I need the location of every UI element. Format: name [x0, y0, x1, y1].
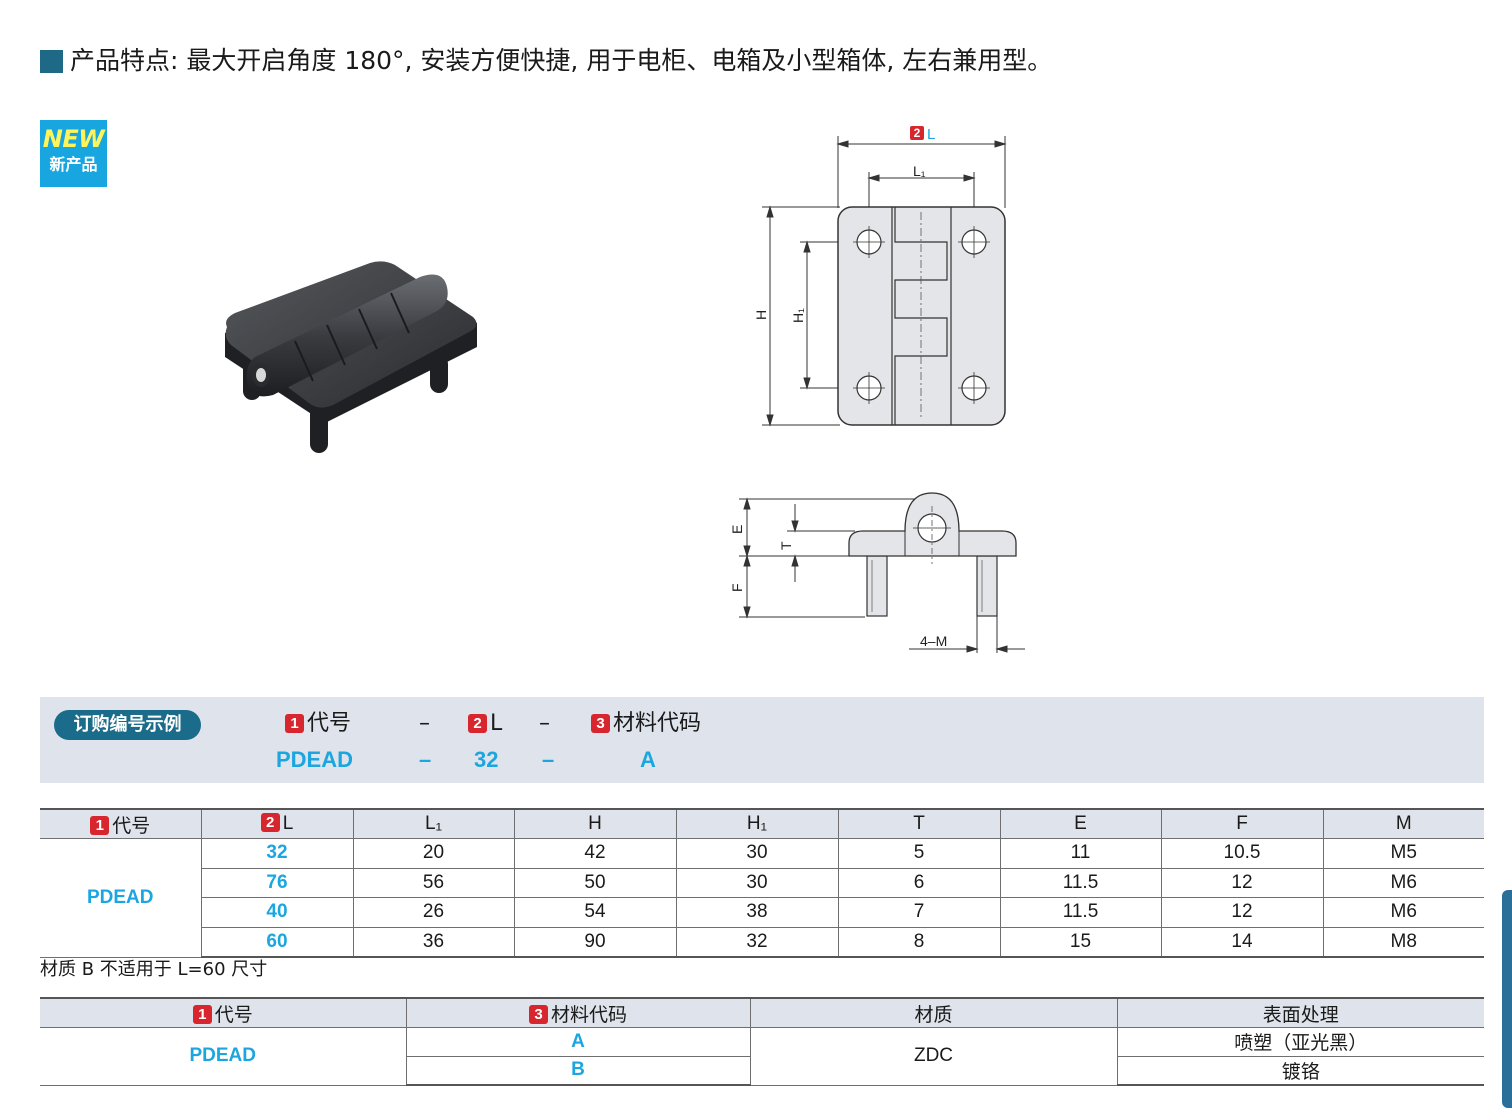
order-value-code: PDEAD: [276, 747, 354, 772]
spec-cell: 50: [513, 867, 677, 898]
spec-header-H1: H₁: [675, 808, 839, 839]
spec-cell: 26: [352, 897, 515, 928]
order-example-band: [40, 697, 1484, 783]
page-edge-tab: [1502, 890, 1512, 1108]
spec-header-M: M: [1322, 808, 1484, 839]
spec-cell: 8: [837, 926, 1001, 958]
material-code-value: A: [405, 1027, 751, 1057]
order-value-dash: –: [419, 747, 432, 772]
dim-L-number-badge: [910, 126, 924, 140]
table-row: 76 56 50 30 6 11.5 12 M6: [40, 867, 1484, 898]
spec-cell: 11: [999, 838, 1162, 869]
table-row: 60 36 90 32 8 15 14 M8: [40, 926, 1484, 958]
spec-cell: 54: [513, 897, 677, 928]
spec-code-cell: PDEAD: [40, 838, 202, 958]
material-note: 材质 B 不适用于 L=60 尺寸: [40, 959, 268, 980]
order-value-dash: –: [542, 747, 555, 772]
table-row: B 镀铬: [40, 1055, 1484, 1086]
spec-cell: M8: [1322, 926, 1484, 958]
spec-cell: 36: [352, 926, 515, 958]
spec-cell: 60: [201, 926, 354, 958]
dim-F-label: F: [729, 583, 745, 592]
order-value-material: A: [640, 747, 656, 772]
hinge-outline: [837, 206, 1006, 426]
spec-cell: 11.5: [999, 897, 1162, 928]
spec-cell: 11.5: [999, 867, 1162, 898]
spec-cell: 12: [1160, 867, 1324, 898]
hinge-pin: [256, 368, 266, 382]
spec-header-F: F: [1160, 808, 1324, 839]
dim-4M-label: 4–M: [920, 633, 947, 649]
badge-sub-text: 新产品: [49, 155, 98, 174]
spec-cell: 6: [837, 867, 1001, 898]
material-code-value: B: [406, 1055, 751, 1086]
spec-cell: 32: [200, 838, 354, 869]
spec-cell: 40: [201, 897, 354, 928]
dim-E-label: E: [729, 525, 745, 534]
spec-header-T: T: [837, 808, 1001, 839]
spec-header-L1: L₁: [352, 808, 515, 839]
dim-H-label: H: [753, 310, 769, 320]
spec-cell: 56: [352, 867, 515, 898]
new-product-badge: NEW 新产品: [40, 120, 107, 187]
spec-cell: 30: [675, 867, 839, 898]
spec-cell: M6: [1322, 897, 1484, 928]
material-header-finish: 表面处理: [1116, 997, 1484, 1028]
spec-cell: 42: [513, 838, 677, 869]
finish-value: 喷塑（亚光黑）: [1116, 1027, 1484, 1057]
order-dash: –: [539, 711, 550, 736]
spec-cell: 5: [837, 838, 1001, 869]
side-view-drawing: E T F 4–M: [729, 492, 1025, 653]
material-code-cell: PDEAD: [40, 1027, 407, 1086]
material-header-material: 材质: [749, 997, 1118, 1028]
order-example-title: 订购编号示例: [54, 710, 201, 740]
feature-marker: [40, 50, 63, 73]
dim-L1-label: L₁: [913, 163, 926, 179]
table-row: 40 26 54 38 7 11.5 12 M6: [40, 897, 1484, 928]
badge-new-text: NEW: [42, 125, 105, 153]
table-row: PDEAD 32 20 42 30 5 11 10.5 M5: [40, 838, 1484, 958]
spec-cell: 32: [675, 926, 839, 958]
order-value-L: 32: [474, 747, 499, 772]
spec-cell: 12: [1160, 897, 1324, 928]
dim-H1-label: H₁: [790, 308, 806, 323]
dim-T-label: T: [778, 541, 794, 550]
spec-cell: M6: [1322, 867, 1484, 898]
finish-value: 镀铬: [1116, 1055, 1484, 1086]
table-row: PDEAD A ZDC 喷塑（亚光黑）: [40, 1027, 1484, 1086]
order-dash: –: [419, 711, 430, 736]
spec-cell: 10.5: [1160, 838, 1324, 869]
dim-L-number: 2: [914, 126, 921, 140]
spec-header-H: H: [513, 808, 677, 839]
product-features: 产品特点: 最大开启角度 180°, 安装方便快捷, 用于电柜、电箱及小型箱体,…: [70, 46, 1053, 75]
spec-cell: 7: [837, 897, 1001, 928]
spec-header-E: E: [999, 808, 1162, 839]
spec-cell: 38: [675, 897, 839, 928]
spec-cell: 90: [513, 926, 677, 958]
side-leg: [866, 555, 888, 617]
spec-cell: 20: [352, 838, 515, 869]
spec-cell: 76: [201, 867, 354, 898]
product-photo: [225, 261, 477, 453]
spec-cell: 14: [1160, 926, 1324, 958]
spec-cell: 30: [675, 838, 839, 869]
side-leg: [976, 555, 998, 617]
spec-cell: M5: [1322, 838, 1484, 869]
material-value: ZDC: [749, 1027, 1118, 1086]
dim-L-label: L: [927, 126, 935, 143]
front-view-drawing: 2 L L₁ H H₁: [753, 126, 1007, 427]
spec-cell: 15: [999, 926, 1162, 958]
